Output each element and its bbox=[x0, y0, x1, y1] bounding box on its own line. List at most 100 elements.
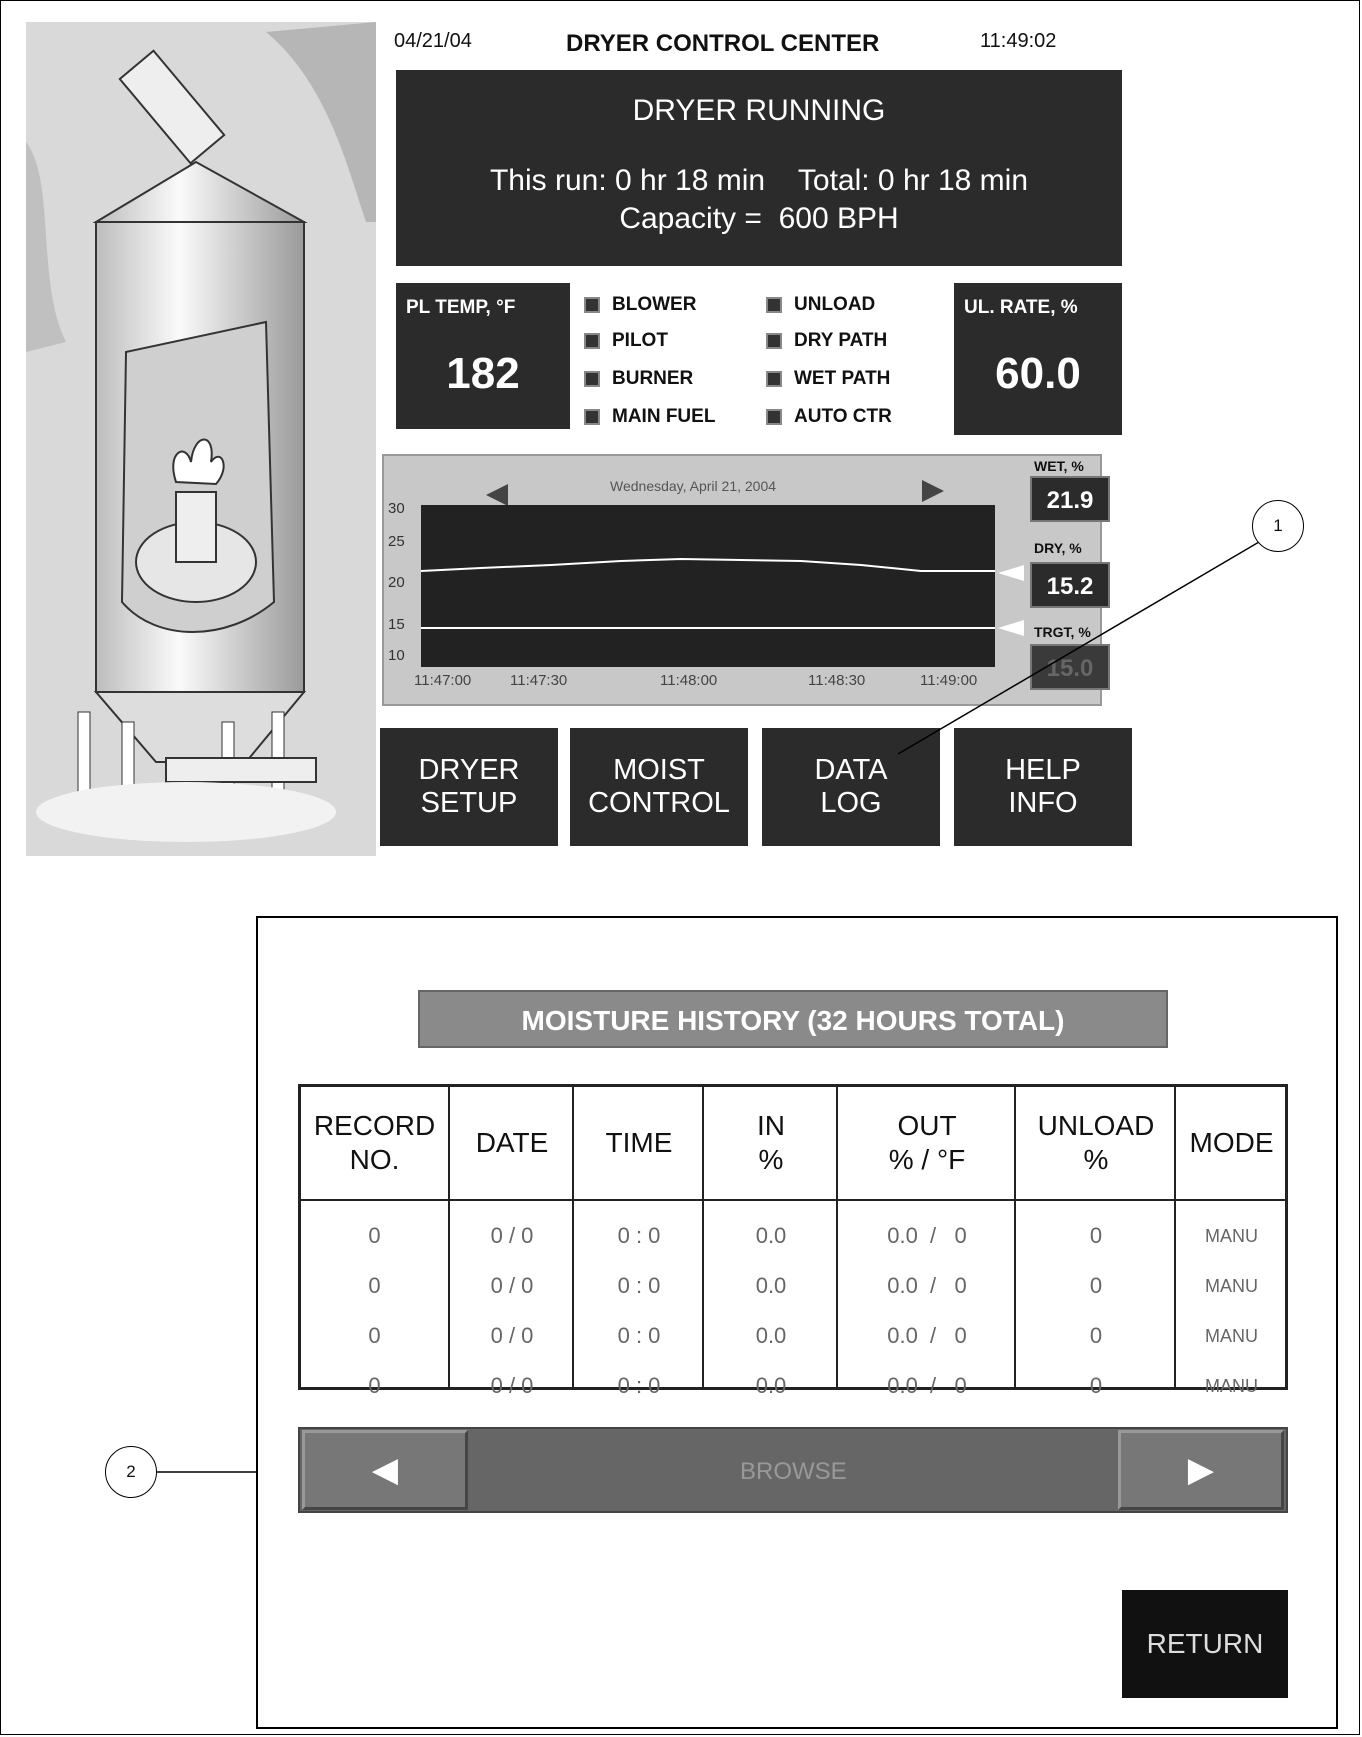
dryer-illustration bbox=[26, 22, 376, 856]
table-cell: 0 bbox=[368, 1223, 381, 1248]
led-icon bbox=[766, 296, 782, 313]
dryer-status: DRYER RUNNING bbox=[632, 94, 886, 127]
header-title: DRYER CONTROL CENTER bbox=[566, 30, 880, 57]
table-cell: 0 bbox=[1089, 1373, 1103, 1398]
x-tick: 11:47:00 bbox=[414, 672, 472, 689]
table-cell: MANU bbox=[1205, 1276, 1258, 1296]
column-in: IN% 0.0 0.0 0.0 0.0 bbox=[702, 1087, 838, 1398]
table-cell: 0.0 bbox=[755, 1273, 787, 1298]
dry-marker-icon bbox=[998, 620, 1024, 636]
table-cell: 0.0 bbox=[755, 1373, 787, 1398]
wet-marker-icon bbox=[998, 565, 1024, 581]
table-cell: 0.0 bbox=[755, 1323, 787, 1348]
table-cell: 0.0 / 0 bbox=[887, 1273, 967, 1298]
column-header: TIME bbox=[574, 1087, 704, 1201]
column-header: IN% bbox=[704, 1087, 838, 1201]
indicator-unload: UNLOAD bbox=[766, 294, 875, 316]
indicator-pilot: PILOT bbox=[584, 330, 668, 352]
table-cell: 0 : 0 bbox=[617, 1373, 661, 1398]
column-header: UNLOAD% bbox=[1016, 1087, 1176, 1201]
led-icon bbox=[584, 408, 600, 425]
table-cell: 0 : 0 bbox=[617, 1223, 661, 1248]
callout-2: 2 bbox=[105, 1446, 157, 1498]
pl-temp-gauge: PL TEMP, °F 182 bbox=[396, 283, 570, 429]
arrow-right-icon: ▶ bbox=[1187, 1451, 1215, 1489]
table-cell: 0.0 bbox=[755, 1223, 787, 1248]
table-cell: MANU bbox=[1205, 1376, 1258, 1396]
ul-rate-gauge: UL. RATE, % 60.0 bbox=[954, 283, 1122, 435]
x-tick: 11:48:30 bbox=[808, 672, 866, 689]
pl-temp-value: 182 bbox=[446, 349, 520, 398]
column-out: OUT% / °F 0.0 / 0 0.0 / 0 0.0 / 0 0.0 / … bbox=[836, 1087, 1016, 1398]
run-time: This run: 0 hr 18 min Total: 0 hr 18 min bbox=[489, 164, 1029, 197]
browse-label: BROWSE bbox=[740, 1458, 847, 1485]
arrow-left-icon: ◀ bbox=[371, 1451, 399, 1489]
table-cell: 0 bbox=[1089, 1273, 1103, 1298]
table-cell: 0 bbox=[1089, 1323, 1103, 1348]
table-cell: 0 / 0 bbox=[490, 1323, 534, 1348]
dry-value: 15.2 bbox=[1030, 562, 1110, 608]
x-tick: 11:48:00 bbox=[660, 672, 718, 689]
table-cell: 0.0 / 0 bbox=[887, 1373, 967, 1398]
led-icon bbox=[584, 370, 600, 387]
table-cell: 0.0 / 0 bbox=[887, 1323, 967, 1348]
indicator-dry-path: DRY PATH bbox=[766, 330, 887, 352]
column-unload: UNLOAD% 0 0 0 0 bbox=[1014, 1087, 1176, 1398]
moisture-history-title: MOISTURE HISTORY (32 HOURS TOTAL) bbox=[418, 990, 1168, 1048]
y-tick-10: 10 bbox=[388, 647, 405, 664]
y-tick-30: 30 bbox=[388, 500, 405, 517]
trgt-value: 15.0 bbox=[1030, 644, 1110, 690]
column-header: MODE bbox=[1176, 1087, 1287, 1201]
table-cell: 0.0 / 0 bbox=[887, 1223, 967, 1248]
led-icon bbox=[766, 332, 782, 349]
column-time: TIME 0 : 0 0 : 0 0 : 0 0 : 0 bbox=[572, 1087, 704, 1398]
led-icon bbox=[584, 296, 600, 313]
table-cell: MANU bbox=[1205, 1226, 1258, 1246]
header-date: 04/21/04 bbox=[394, 30, 472, 52]
indicator-burner: BURNER bbox=[584, 368, 693, 390]
table-cell: 0 / 0 bbox=[490, 1223, 534, 1248]
wet-label: WET, % bbox=[1034, 458, 1084, 474]
ul-rate-value: 60.0 bbox=[995, 349, 1081, 398]
table-cell: 0 / 0 bbox=[490, 1273, 534, 1298]
indicator-auto-ctr: AUTO CTR bbox=[766, 406, 892, 428]
wet-value: 21.9 bbox=[1030, 476, 1110, 522]
ul-rate-label: UL. RATE, % bbox=[964, 297, 1078, 318]
callout-1: 1 bbox=[1252, 500, 1304, 552]
x-tick: 11:47:30 bbox=[510, 672, 568, 689]
table-cell: MANU bbox=[1205, 1326, 1258, 1346]
column-mode: MODE MANU MANU MANU MANU bbox=[1174, 1087, 1287, 1396]
pl-temp-label: PL TEMP, °F bbox=[406, 297, 516, 318]
column-header: OUT% / °F bbox=[838, 1087, 1016, 1201]
table-cell: 0 bbox=[1089, 1223, 1103, 1248]
status-panel: DRYER RUNNING This run: 0 hr 18 min Tota… bbox=[396, 70, 1122, 266]
capacity: Capacity = 600 BPH bbox=[619, 202, 899, 235]
browse-next-button[interactable]: ▶ bbox=[1118, 1430, 1284, 1510]
led-icon bbox=[766, 408, 782, 425]
trend-date: Wednesday, April 21, 2004 bbox=[610, 478, 777, 494]
led-icon bbox=[766, 370, 782, 387]
browse-prev-button[interactable]: ◀ bbox=[302, 1430, 468, 1510]
wet-trend-line bbox=[420, 557, 995, 572]
trend-next-arrow-icon[interactable] bbox=[922, 480, 944, 502]
indicator-main-fuel: MAIN FUEL bbox=[584, 406, 715, 428]
table-cell: 0 bbox=[368, 1323, 381, 1348]
table-cell: 0 bbox=[368, 1373, 381, 1398]
table-cell: 0 / 0 bbox=[490, 1373, 534, 1398]
trend-prev-arrow-icon[interactable] bbox=[486, 484, 508, 506]
column-date: DATE 0 / 0 0 / 0 0 / 0 0 / 0 bbox=[448, 1087, 574, 1398]
indicator-blower: BLOWER bbox=[584, 294, 696, 316]
led-icon bbox=[584, 332, 600, 349]
trgt-label: TRGT, % bbox=[1034, 624, 1091, 640]
y-tick-25: 25 bbox=[388, 533, 405, 550]
table-cell: 0 bbox=[368, 1273, 381, 1298]
return-button[interactable]: RETURN bbox=[1122, 1590, 1288, 1698]
